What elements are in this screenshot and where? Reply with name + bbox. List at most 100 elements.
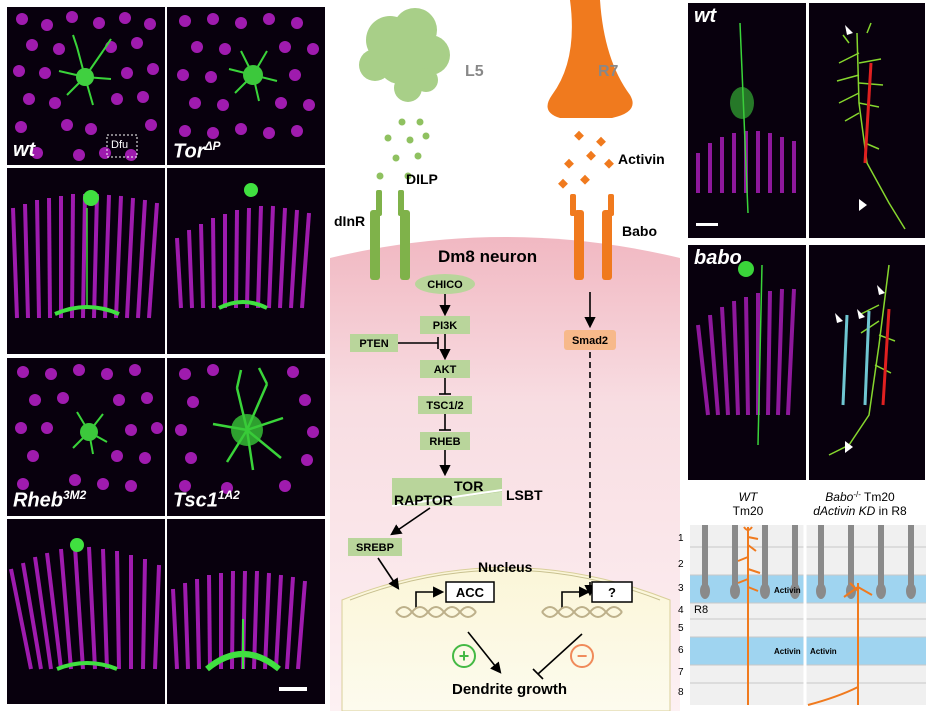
schematic-left-title2: Tm20 xyxy=(733,504,764,518)
label-r7: R7 xyxy=(598,63,619,80)
label-rheb: Rheb3M2 xyxy=(13,488,87,512)
label-lsbt: LSBT xyxy=(506,487,543,503)
svg-text:AKT: AKT xyxy=(434,364,457,376)
svg-text:Smad2: Smad2 xyxy=(572,335,608,347)
signaling-diagram: L5 R7 DILP Activin dInR Babo Dm8 neuron … xyxy=(330,0,680,711)
panel-tor-side xyxy=(167,168,325,354)
trace-babo xyxy=(828,264,896,456)
layer-numbers: 1 2 3 4 5 6 7 8 xyxy=(678,533,684,698)
svg-text:?: ? xyxy=(608,585,616,600)
positive-effect-icon: + xyxy=(452,644,476,668)
activin-dots xyxy=(558,130,614,189)
schematic-right-title1: Babo-/- Tm20 xyxy=(825,490,895,504)
akt-node: AKT xyxy=(420,360,470,378)
panel-wt-top: wt Dfu xyxy=(7,7,165,165)
svg-text:−: − xyxy=(577,646,588,666)
svg-text:SREBP: SREBP xyxy=(356,542,394,554)
svg-text:PTEN: PTEN xyxy=(359,338,388,350)
dilp-dots xyxy=(376,118,430,180)
babo-receptor xyxy=(570,194,614,280)
svg-text:8: 8 xyxy=(678,687,684,698)
label-tsc: Tsc11A2 xyxy=(173,488,240,512)
schematic-right-title2: dActivin KD in R8 xyxy=(813,504,907,518)
label-dilp: DILP xyxy=(406,171,438,187)
label-r8: R8 xyxy=(694,604,708,616)
panel-rheb-side xyxy=(7,519,165,704)
panel-rheb-top: Rheb3M2 xyxy=(7,358,165,516)
activin-band-label-1: Activin xyxy=(774,586,801,595)
rheb-node: RHEB xyxy=(420,432,470,450)
label-wt-right: wt xyxy=(694,5,717,27)
activin-band-label-3: Activin xyxy=(810,647,837,656)
l5-neuron-shape xyxy=(359,8,450,102)
scale-bar xyxy=(279,687,307,691)
panel-tsc-side xyxy=(167,519,325,704)
activin-band-label-2: Activin xyxy=(774,647,801,656)
micrograph-tsc-side xyxy=(171,570,307,691)
label-dm8-neuron: Dm8 neuron xyxy=(438,247,537,266)
svg-text:TSC1/2: TSC1/2 xyxy=(426,400,463,412)
tm20-neuron-wt xyxy=(737,526,761,705)
nucleus-shape xyxy=(341,567,671,711)
micrograph-rheb-top xyxy=(15,364,163,492)
svg-text:3: 3 xyxy=(678,583,684,594)
panel-wt-side xyxy=(7,168,165,354)
svg-text:PI3K: PI3K xyxy=(433,320,458,332)
schematic-left-title1: WT xyxy=(739,490,759,504)
pi3k-node: PI3K xyxy=(420,316,470,334)
micrograph-wt-top xyxy=(13,11,159,161)
svg-text:RHEB: RHEB xyxy=(429,436,460,448)
svg-text:RAPTOR: RAPTOR xyxy=(394,492,453,508)
micrograph-rheb-side xyxy=(9,538,161,671)
svg-text:6: 6 xyxy=(678,645,684,656)
chico-node: CHICO xyxy=(415,274,475,294)
panel-wt-right-trace xyxy=(809,3,925,238)
photoreceptors xyxy=(700,525,916,599)
negative-effect-icon: − xyxy=(570,644,594,668)
micrograph-babo-right xyxy=(696,261,796,446)
svg-text:TOR: TOR xyxy=(454,478,483,494)
label-dendrite-growth: Dendrite growth xyxy=(452,681,567,698)
acc-gene-box: ACC xyxy=(445,581,495,603)
label-babo-right: babo xyxy=(694,247,742,269)
smad2-node: Smad2 xyxy=(564,330,616,350)
micrograph-tor-side xyxy=(175,183,311,310)
svg-text:+: + xyxy=(459,646,470,666)
dna-helix-right xyxy=(541,606,623,618)
micrograph-tor-top xyxy=(177,13,319,139)
panel-tsc-top: Tsc11A2 xyxy=(167,358,325,516)
panel-babo-right-trace xyxy=(809,245,925,480)
panel-tor-top: TorΔP xyxy=(167,7,325,165)
micrograph-tsc-top xyxy=(175,364,319,494)
panel-wt-right-image: wt xyxy=(688,3,806,238)
label-tor: TorΔP xyxy=(173,139,221,163)
svg-text:4: 4 xyxy=(678,605,684,616)
layer-bands xyxy=(690,525,926,705)
dinr-receptor xyxy=(370,190,410,280)
label-babo: Babo xyxy=(622,223,657,239)
label-activin: Activin xyxy=(618,151,665,167)
dna-helix-left xyxy=(395,606,477,618)
label-l5: L5 xyxy=(465,63,484,80)
srebp-node: SREBP xyxy=(348,538,402,556)
label-dinr: dInR xyxy=(334,213,365,229)
svg-text:2: 2 xyxy=(678,559,684,570)
label-wt: wt xyxy=(13,139,36,161)
r7-terminal-shape xyxy=(547,0,633,118)
tsc12-node: TSC1/2 xyxy=(418,396,472,414)
panel-babo-right-image: babo xyxy=(688,245,806,480)
tm20-neuron-babo xyxy=(807,582,873,706)
svg-text:1: 1 xyxy=(678,533,684,544)
pten-node: PTEN xyxy=(350,334,398,352)
label-nucleus: Nucleus xyxy=(478,559,533,575)
unknown-gene-box: ? xyxy=(591,581,633,603)
micrograph-wt-right xyxy=(696,22,796,226)
label-dfu: Dfu xyxy=(111,139,129,151)
tor-raptor-complex: TOR RAPTOR LSBT xyxy=(391,478,543,508)
trace-wt xyxy=(836,22,906,230)
svg-text:CHICO: CHICO xyxy=(427,279,463,291)
svg-text:ACC: ACC xyxy=(456,585,485,600)
svg-text:7: 7 xyxy=(678,667,684,678)
layer-schematic: WT Tm20 Babo-/- Tm20 dActivin KD in R8 1 xyxy=(678,490,926,706)
micrograph-wt-side xyxy=(11,190,159,319)
